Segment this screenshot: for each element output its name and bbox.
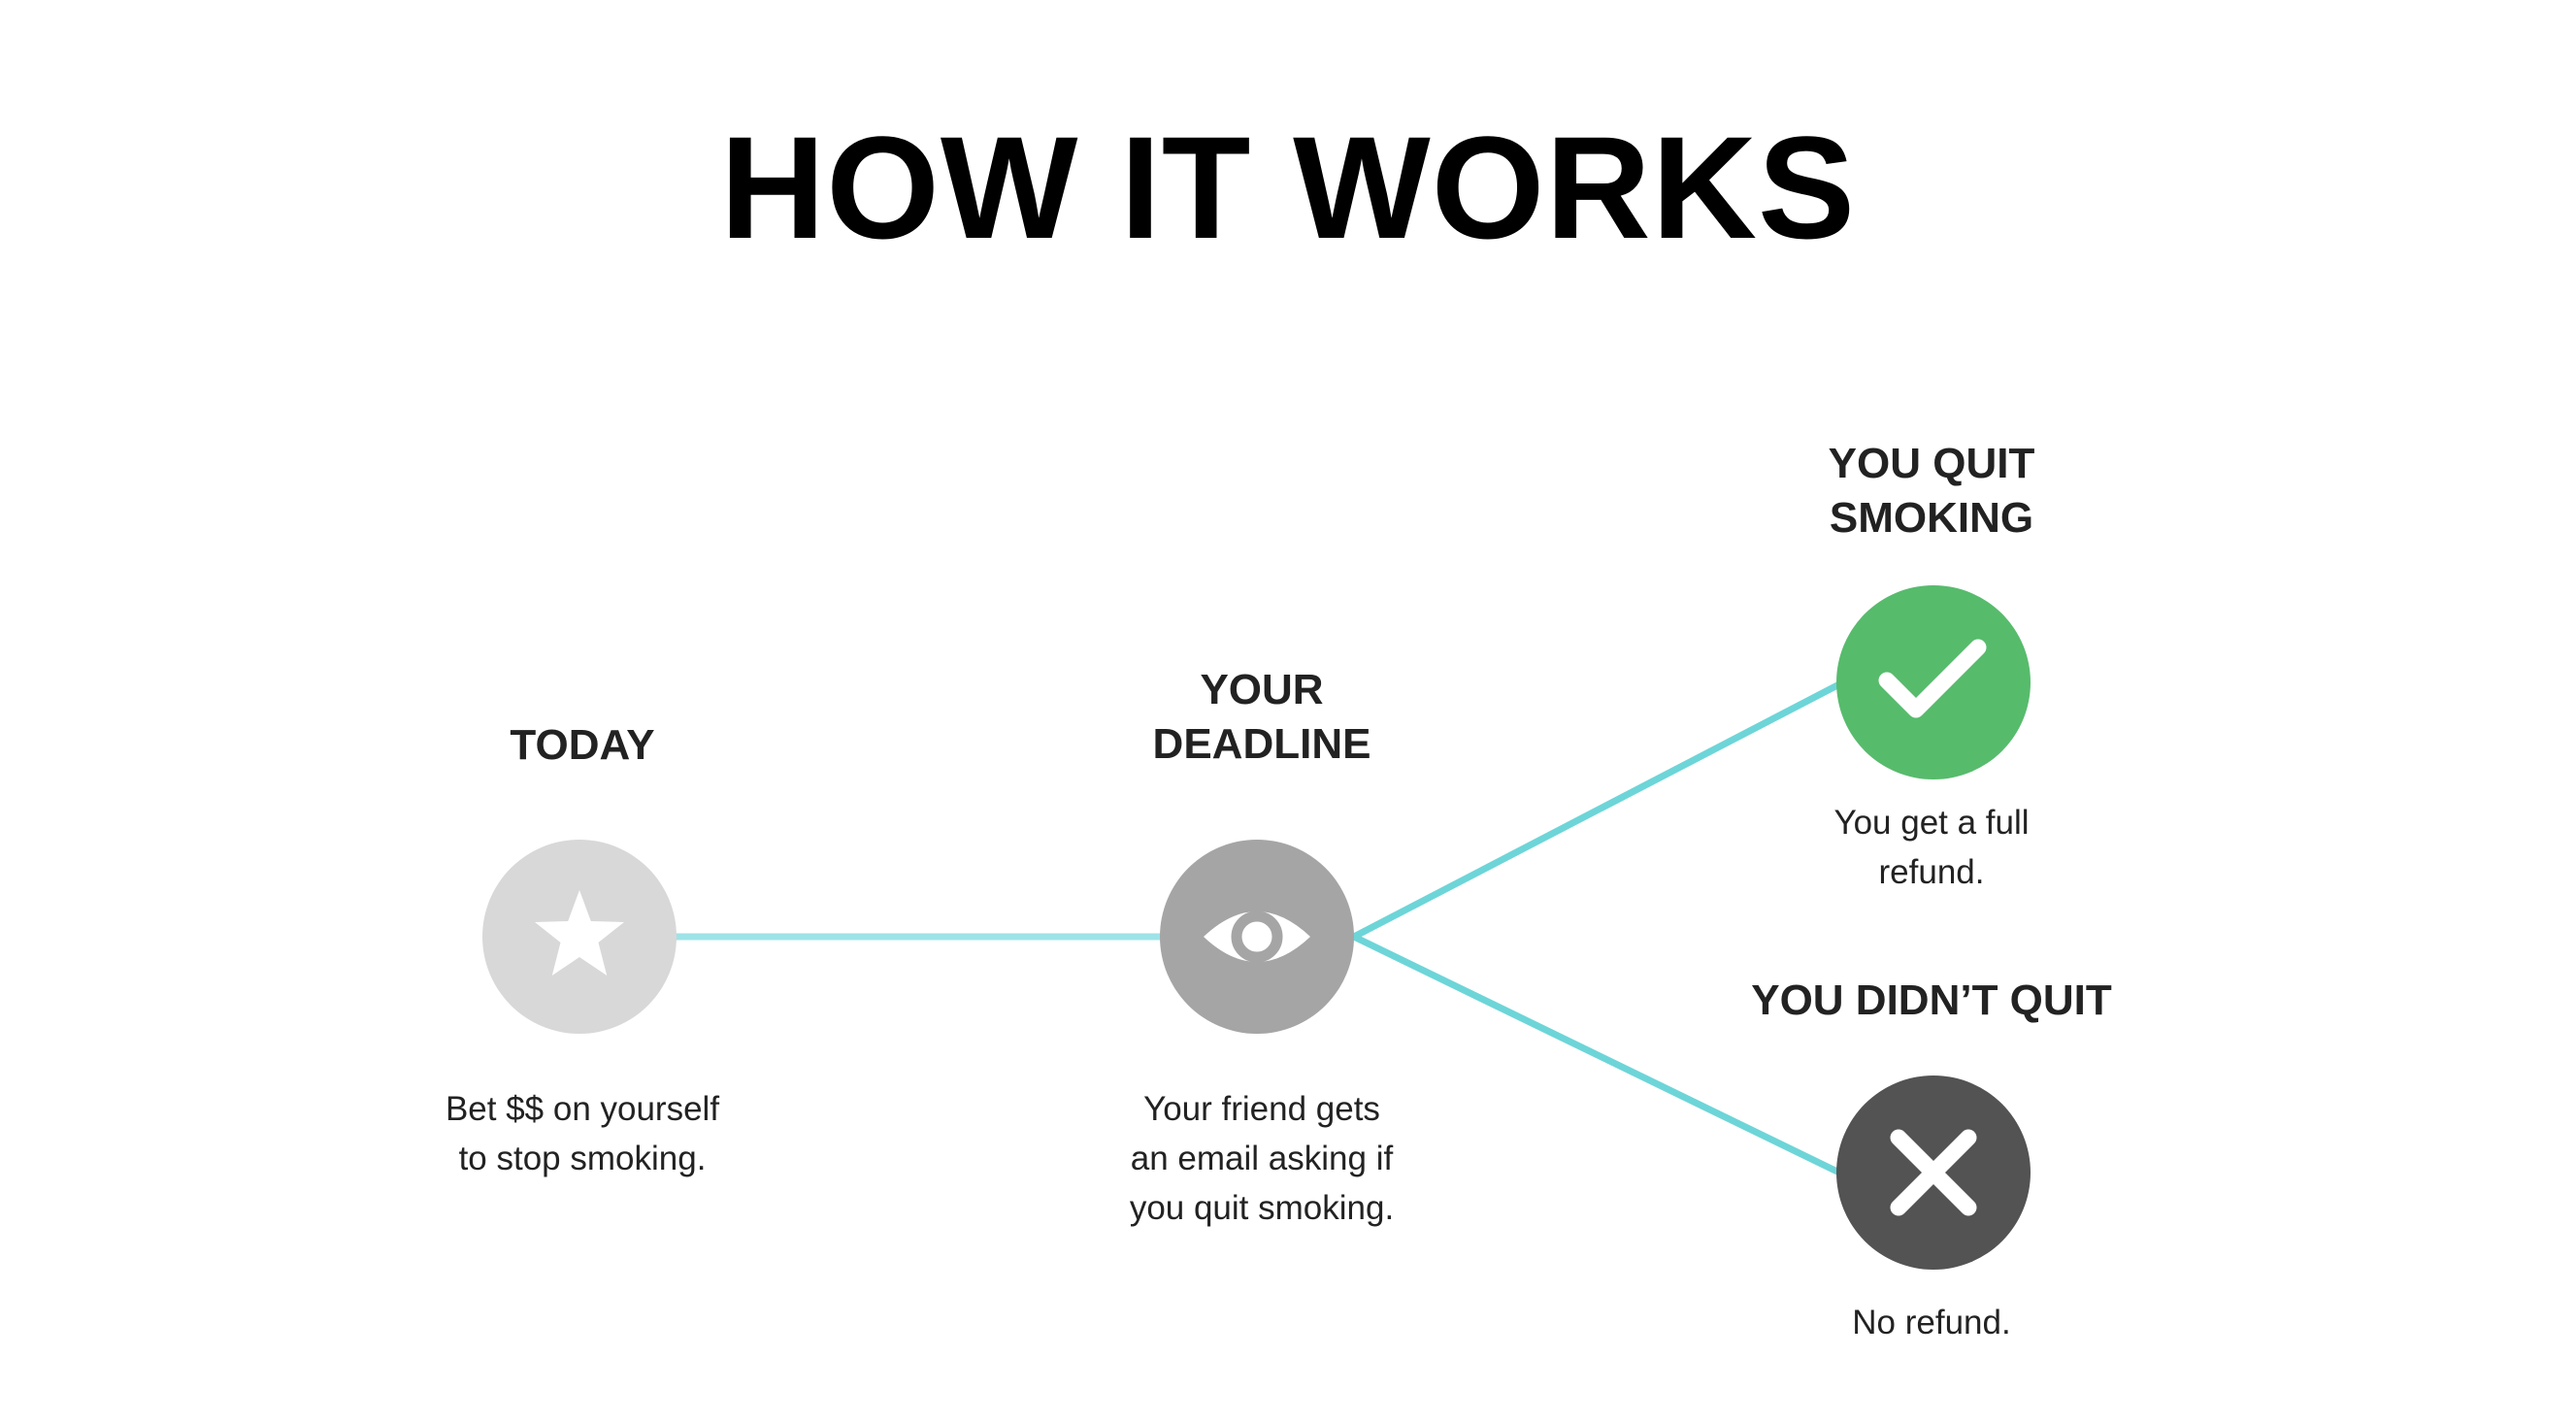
outcome-node-not-quit [1836, 1076, 2031, 1270]
step-description-today: Bet $$ on yourself to stop smoking. [445, 1090, 720, 1177]
step-node-deadline [1160, 840, 1354, 1034]
step-heading-today: TODAY [510, 721, 655, 769]
step-heading-deadline: YOUR DEADLINE [1152, 666, 1371, 768]
connector-deadline-to-quit [1350, 680, 1843, 941]
outcome-description-not-quit: No refund. [1852, 1304, 2011, 1341]
connector-deadline-to-not-quit [1350, 933, 1843, 1176]
outcome-node-quit [1836, 585, 2031, 779]
checkmark-icon [1878, 639, 1987, 718]
outcome-description-quit: You get a full refund. [1833, 804, 2030, 891]
step-node-today [482, 840, 677, 1034]
outcome-heading-quit: YOU QUIT SMOKING [1828, 440, 2035, 542]
page-title: HOW IT WORKS [719, 106, 1857, 269]
eye-icon [1204, 910, 1310, 963]
outcome-heading-not-quit: YOU DIDN’T QUIT [1751, 976, 2112, 1024]
x-icon [1890, 1129, 1977, 1216]
star-icon [535, 890, 624, 976]
step-description-deadline: Your friend gets an email asking if you … [1129, 1090, 1395, 1227]
